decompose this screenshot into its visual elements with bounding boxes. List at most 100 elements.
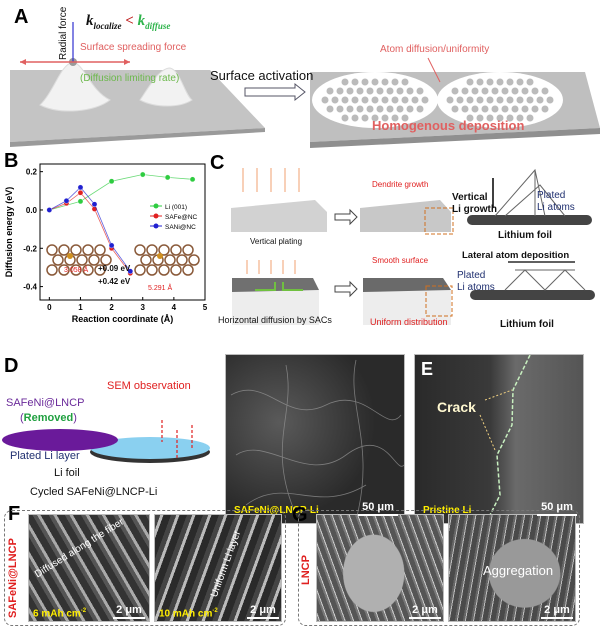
vertical-plating-label: Vertical plating [250,237,303,246]
li-atom-dot [361,96,369,104]
lattice-hexagon [164,254,176,266]
k-relation: klocalize < kdiffuse [86,12,170,35]
scale-bar: 50 μm [537,501,577,516]
li-atom-dot [361,114,369,122]
distance-1: 3.058 Å [64,267,89,274]
legend-marker [153,213,159,219]
li-atom-dot [391,78,399,86]
data-point [63,197,70,204]
li-atom-dot [326,87,334,95]
li-atom-dot [341,114,349,122]
li-atom-dot [351,78,359,86]
li-atom-dot [526,114,534,122]
li-atom-dot [541,87,549,95]
lattice-hexagon [58,264,70,276]
plot-frame [39,163,206,301]
li-atom-dot [411,96,419,104]
li-atom-dot [396,105,404,113]
li-growth-text: Li growth [452,204,497,215]
li-atom-dot [416,87,424,95]
data-point [77,189,84,196]
li-atom-dot [401,96,409,104]
li-atom-dot [491,87,499,95]
x-tick-label: 4 [172,303,177,312]
li-atom-dot [516,96,524,104]
li-atom-dot [361,78,369,86]
li-atom-dot [331,96,339,104]
li-atom-dot [371,114,379,122]
y-tick-label: -0.4 [23,283,37,292]
li-atom-dot [531,105,539,113]
li-atom-dot [396,87,404,95]
li-atom-dot [386,105,394,113]
x-tick-label: 5 [203,303,208,312]
li-atom-dot [506,114,514,122]
li-atom-dot [381,78,389,86]
horizontal-diffusion-label: Horizontal diffusion by SACs [218,315,332,325]
lattice-hexagon [70,244,82,256]
radial-force-label: Radial force [58,6,69,60]
li-atom-dot [406,105,414,113]
li-atom-dot [466,78,474,86]
lattice-hexagon [158,244,170,256]
li-atom-dot [501,105,509,113]
annotation-009: +0.09 eV [98,264,131,273]
lattice-hexagon [170,244,182,256]
li-atom-dot [491,105,499,113]
lattice-hexagon [70,264,82,276]
li-atom-dot [346,87,354,95]
li-atom-dot [356,87,364,95]
k-localize: k [86,13,94,29]
sem-image-pristine: E Crack Pristine Li 50 μm [414,354,584,524]
legend-label: Li (001) [165,204,187,211]
li-atom-dot [481,87,489,95]
li-atom-dot [341,96,349,104]
uniform-li-label: Uniform Li layer [209,529,244,599]
capacity-label: 10 mAh cm-2 [159,608,218,619]
plated-li-layer-label: Plated Li layer [10,450,80,462]
data-point [108,242,115,249]
surface-spreading-label: Surface spreading force [80,42,187,53]
li-atom-dot [506,78,514,86]
less-than: < [125,13,134,29]
li-atom-dot [466,114,474,122]
li-atom-dot [376,87,384,95]
li-atom-dot [391,96,399,104]
lattice-hexagon [170,264,182,276]
k-diffuse-sub: diffuse [145,21,171,31]
panel-label: F [8,503,21,525]
li-atom-dot [371,78,379,86]
panel-f-frame [4,510,286,626]
lattice-hexagon [146,244,158,256]
li-atom-dot [341,78,349,86]
li-atom-dot [321,96,329,104]
scale-bar: 50 μm [358,501,398,516]
diffusion-limiting-label: (Diffusion limiting rate) [80,73,180,84]
panel-label: A [14,6,29,28]
lithium-foil-bottom: Lithium foil [500,319,554,330]
li-atom-dot [541,105,549,113]
crack-label: Crack [437,399,476,415]
li-foil-diagram [2,420,210,463]
atom-diffusion-label: Atom diffusion/uniformity [380,44,490,55]
sem-observation-label: SEM observation [107,380,191,392]
legend-marker [153,223,159,229]
lattice-hexagon [88,254,100,266]
removed-label: (Removed) [20,412,77,424]
sem-image-10mah: Uniform Li layer 10 mAh cm-2 2 μm [154,514,282,622]
li-atom-dot [496,78,504,86]
panel-a-illustration [10,22,600,148]
sem-texture [230,359,404,521]
sem-image-safeni: SAFeNi@LNCP-Li 50 μm [225,354,405,524]
li-atom-dot [451,105,459,113]
lattice-hexagon [134,264,146,276]
sem-image-6mah: Diffused along the fiber 6 mAh cm-2 2 μm [28,514,150,622]
lattice-hexagon [94,244,106,256]
li-atom-dot [501,87,509,95]
lattice-hexagon [146,264,158,276]
lattice-hexagon [94,264,106,276]
panel-label: E [421,359,434,379]
paren: ( [20,412,24,424]
